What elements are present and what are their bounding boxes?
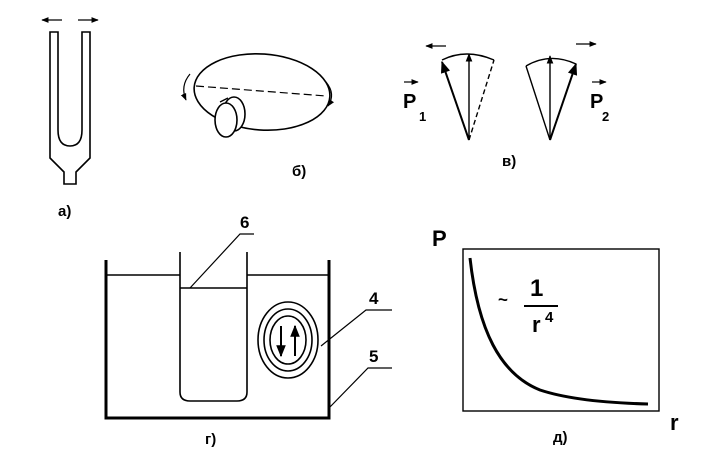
rotation-axis [195,85,327,97]
left-fan-vector-main [440,60,470,141]
rotation-loop [193,52,331,132]
vector-p2-label: P [590,91,603,113]
caption-g: г) [205,431,216,448]
formula-denominator: r [532,312,541,337]
callout-4: 4 [369,289,379,308]
tuning-fork-shape [49,31,91,185]
leader-4 [320,309,392,347]
right-fan-arc [525,57,577,67]
right-fan-vector-left [525,65,551,141]
test-tube [179,252,248,402]
formula-numerator: 1 [530,275,543,302]
right-fan-vector-main [549,62,578,141]
vector-p2-subscript: 2 [602,109,609,124]
disc-front [214,102,238,138]
graph-frame [462,248,660,412]
rotation-arrow-left [180,73,191,101]
panel-a-tuning-fork [41,17,99,185]
coil-ring-outer [257,301,319,379]
decay-curve [468,257,649,406]
caption-d: д) [553,429,568,446]
formula-exponent: 4 [545,309,554,326]
panel-v-vectors [404,41,607,141]
rotation-arrow-right [325,81,334,107]
panel-b-rotation [180,52,334,138]
coil-ring-inner [269,315,307,365]
leader-6 [189,233,254,289]
vector-p1-subscript: 1 [419,109,426,124]
left-fan-vector-dashed [468,59,495,141]
caption-a: а) [58,203,71,220]
leader-5 [328,367,392,409]
callout-6: 6 [240,213,249,232]
caption-v: в) [502,153,516,170]
coil-ring-middle [263,308,313,372]
panel-g-tank [104,233,392,420]
graph-y-label: P [432,226,447,251]
left-fan-arc [441,53,495,61]
caption-b: б) [292,163,306,180]
callout-5: 5 [369,347,378,366]
formula-approx: ~ [498,290,508,309]
graph-x-label: r [670,410,679,435]
vector-p1-label: P [403,91,416,113]
